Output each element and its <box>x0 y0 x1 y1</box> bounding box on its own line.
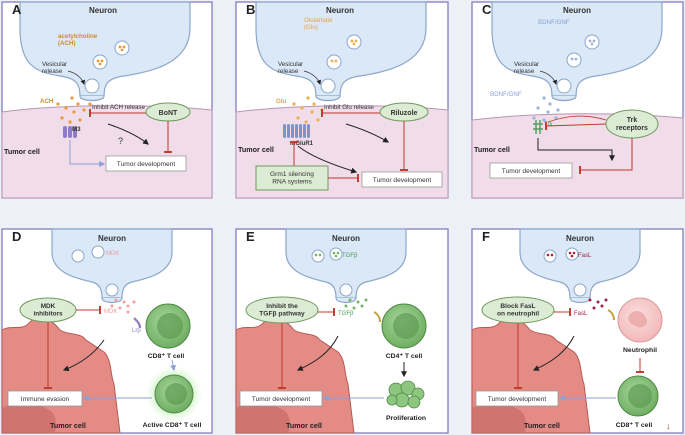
drug-trk-receptors <box>605 109 659 139</box>
panel-d-outcome-box <box>7 390 83 407</box>
panel-f-neutrophil: Neutrophil <box>623 347 657 354</box>
panel-a-drug: BoNT <box>159 110 178 117</box>
panel-b-transmitter: Glutamate(Glu) <box>304 17 333 31</box>
panel-d-tumor-cell: Tumor cell <box>50 421 86 430</box>
proliferation-cluster <box>386 380 425 409</box>
panel-c-neuron-label: Neuron <box>563 6 591 15</box>
panel-f-transmitter: FasL <box>578 253 592 259</box>
panel-e-ligand: TGFβ <box>338 311 354 317</box>
mglur1-receptor <box>283 124 310 138</box>
panel-d-ligand: MDK <box>104 309 117 315</box>
panel-c-transmitter: BDNF/GNF <box>538 19 570 26</box>
panel-b-inhibit-text: Inhibit Glu release <box>324 104 374 111</box>
panel-f-ligand: FasL <box>574 311 588 317</box>
tgfb-particles <box>344 298 368 310</box>
panel-f-letter: F <box>482 229 490 244</box>
panel-f-outcome-box <box>475 390 559 407</box>
panel-a-outcome: Tumor development <box>117 161 176 168</box>
bdnf-particles <box>532 96 560 122</box>
panel-b-outcome: Tumor development <box>373 177 432 184</box>
panel-d-outcome: Immune evasion <box>21 396 70 403</box>
trk-receptor <box>533 120 543 134</box>
panel-d-receptor: Lrp <box>132 328 141 334</box>
panel-a-letter: A <box>12 2 22 17</box>
panel-e-neuron-label: Neuron <box>332 234 360 243</box>
panel-e-outcome: Tumor development <box>252 396 311 403</box>
panel-b-receptor: mGluR1 <box>290 141 314 147</box>
panel-f-down-arrow: ↓ <box>666 421 671 431</box>
panel-a-question: ? <box>118 136 123 146</box>
panel-e-letter: E <box>246 229 255 244</box>
panel-c-tumor-cell: Tumor cell <box>474 145 510 154</box>
panel-b-ligand: Glu <box>276 98 287 105</box>
panel-a-transmitter: acetylcholine(ACH) <box>58 33 98 47</box>
lrp-receptor <box>133 317 142 329</box>
panel-c-outcome: Tumor development <box>502 168 561 175</box>
panel-b-letter: B <box>246 2 255 17</box>
panel-a-neuron-label: Neuron <box>89 6 117 15</box>
panel-b-drug: Riluzole <box>391 110 418 117</box>
fasl-particles <box>588 298 608 310</box>
panel-d-letter: D <box>12 229 21 244</box>
panel-e-tumor-cell: Tumor cell <box>286 421 322 430</box>
panel-b-rna-box <box>255 165 329 191</box>
panel-d-neuron-label: Neuron <box>98 234 126 243</box>
panel-a-ligand: ACH <box>40 98 54 105</box>
panel-c-receptor: Trk <box>544 122 553 128</box>
panel-f-neuron-label: Neuron <box>566 234 594 243</box>
panel-b-outcome-box <box>361 171 443 188</box>
panel-a-outcome-box <box>105 155 187 172</box>
panel-e-transmitter: TGFβ <box>342 253 358 259</box>
panel-d-transmitter: MDK <box>106 251 119 257</box>
panel-a-inhibit-text: Inhibit ACH release <box>92 104 146 111</box>
panel-c-letter: C <box>482 2 492 17</box>
ach-particles <box>56 96 92 124</box>
panel-f-outcome: Tumor development <box>488 396 547 403</box>
panel-c-outcome-box <box>489 162 573 179</box>
panel-c-ligand: BDNF/GNF <box>490 91 522 98</box>
m3-receptor <box>63 126 77 138</box>
panel-b-tumor-cell: Tumor cell <box>238 145 274 154</box>
panel-d-tcell: CD8⁺ T cell <box>148 353 185 360</box>
mdk-particles <box>110 298 136 314</box>
panel-b-neuron-label: Neuron <box>326 6 354 15</box>
panel-f-tcell: CD8⁺ T cell <box>616 422 653 429</box>
panel-f-tumor-cell: Tumor cell <box>524 421 560 430</box>
panel-e-outcome-box <box>239 390 323 407</box>
panel-a-receptor: M3 <box>72 126 81 133</box>
panel-e-tcell: CD4⁺ T cell <box>386 353 423 360</box>
panel-a-tumor-cell: Tumor cell <box>4 147 40 156</box>
panel-e-proliferation: Proliferation <box>386 415 426 422</box>
panel-d-active-tcell: Active CD8⁺ T cell <box>143 422 202 429</box>
